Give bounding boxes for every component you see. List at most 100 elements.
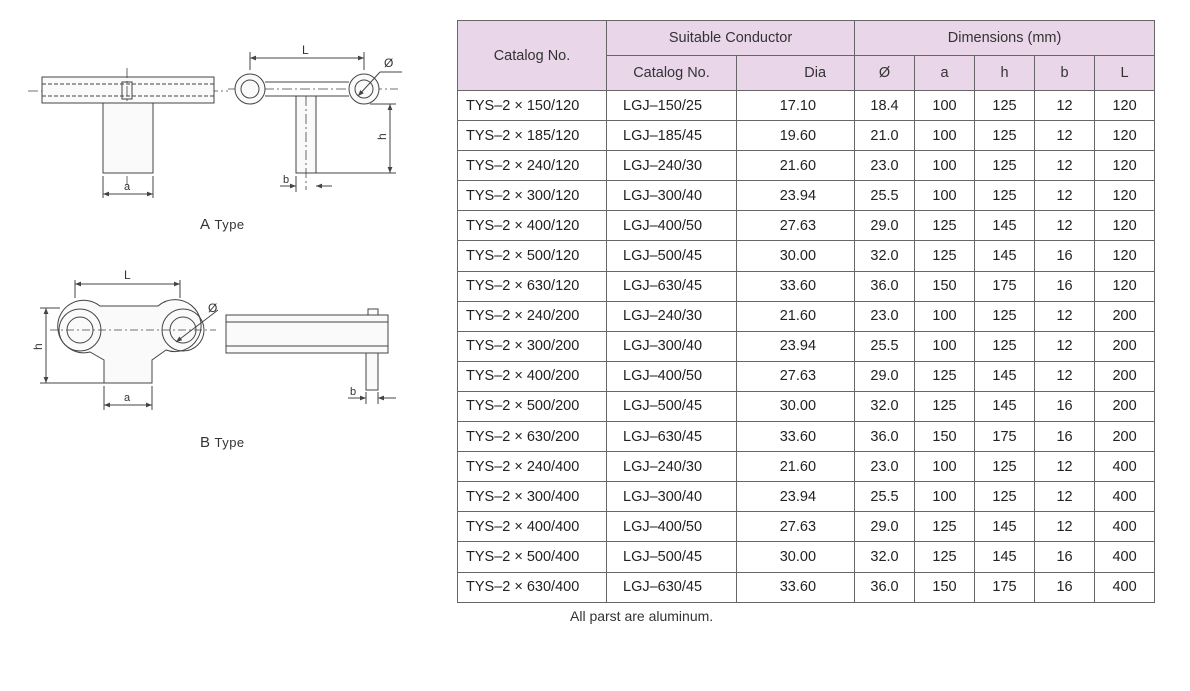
type-a-side-view <box>228 52 402 192</box>
type-a-word: Type <box>214 217 245 232</box>
L-cell: 200 <box>1094 390 1156 423</box>
L-cell: 200 <box>1094 360 1156 392</box>
conductor-catalog-cell: LGJ–630/45 <box>606 421 737 453</box>
L-cell: 120 <box>1094 180 1156 212</box>
catalog-no-cell: TYS–2 × 630/400 <box>457 571 607 603</box>
a-cell: 125 <box>914 511 976 543</box>
h-cell: 125 <box>974 300 1036 332</box>
catalog-no-cell: TYS–2 × 400/200 <box>457 360 607 392</box>
header-a: a <box>914 55 976 91</box>
header-phi: Ø <box>854 55 916 91</box>
phi-cell: 23.0 <box>854 150 916 182</box>
header-b: b <box>1034 55 1096 91</box>
a-cell: 125 <box>914 210 976 242</box>
conductor-catalog-cell: LGJ–400/50 <box>606 511 737 543</box>
b-cell: 12 <box>1034 89 1096 122</box>
a-cell: 150 <box>914 270 976 302</box>
conductor-catalog-cell: LGJ–185/45 <box>606 120 737 152</box>
type-b-front-view <box>40 280 219 410</box>
conductor-catalog-cell: LGJ–500/45 <box>606 390 737 423</box>
catalog-no-cell: TYS–2 × 185/120 <box>457 120 607 152</box>
h-cell: 125 <box>974 150 1036 182</box>
b-cell: 12 <box>1034 451 1096 483</box>
L-cell: 120 <box>1094 270 1156 302</box>
h-cell: 145 <box>974 511 1036 543</box>
h-cell: 145 <box>974 210 1036 242</box>
conductor-catalog-cell: LGJ–400/50 <box>606 210 737 242</box>
L-cell: 200 <box>1094 300 1156 332</box>
conductor-catalog-cell: LGJ–240/30 <box>606 300 737 332</box>
type-a-dim-a: a <box>124 181 131 193</box>
phi-cell: 25.5 <box>854 481 916 513</box>
conductor-catalog-cell: LGJ–300/40 <box>606 180 737 212</box>
b-cell: 12 <box>1034 481 1096 513</box>
conductor-catalog-cell: LGJ–150/25 <box>606 89 737 122</box>
a-cell: 125 <box>914 360 976 392</box>
a-cell: 100 <box>914 300 976 332</box>
L-cell: 120 <box>1094 210 1156 242</box>
type-b-caption: B Type <box>200 434 245 452</box>
b-cell: 16 <box>1034 390 1096 423</box>
a-cell: 100 <box>914 150 976 182</box>
a-cell: 100 <box>914 451 976 483</box>
conductor-catalog-cell: LGJ–240/30 <box>606 150 737 182</box>
dia-cell: 19.60 <box>735 120 856 152</box>
dia-cell: 30.00 <box>735 390 856 423</box>
header-L: L <box>1094 55 1156 91</box>
dia-cell: 33.60 <box>735 270 856 302</box>
catalog-no-cell: TYS–2 × 300/120 <box>457 180 607 212</box>
conductor-catalog-cell: LGJ–400/50 <box>606 360 737 392</box>
catalog-no-cell: TYS–2 × 150/120 <box>457 89 607 122</box>
h-cell: 125 <box>974 120 1036 152</box>
L-cell: 120 <box>1094 240 1156 272</box>
conductor-catalog-cell: LGJ–630/45 <box>606 270 737 302</box>
a-cell: 150 <box>914 421 976 453</box>
dia-cell: 27.63 <box>735 511 856 543</box>
conductor-catalog-cell: LGJ–630/45 <box>606 571 737 603</box>
type-a-front-view <box>28 68 228 198</box>
catalog-no-cell: TYS–2 × 240/400 <box>457 451 607 483</box>
header-row-1: Catalog No. Suitable Conductor Dimension… <box>457 20 1156 91</box>
technical-drawings: a L Ø h b <box>28 43 402 410</box>
phi-cell: 18.4 <box>854 89 916 122</box>
b-cell: 12 <box>1034 120 1096 152</box>
dia-cell: 30.00 <box>735 240 856 272</box>
catalog-no-cell: TYS–2 × 400/120 <box>457 210 607 242</box>
conductor-catalog-cell: LGJ–500/45 <box>606 240 737 272</box>
conductor-catalog-cell: LGJ–500/45 <box>606 541 737 573</box>
type-a-caption: A Type <box>200 216 245 234</box>
a-cell: 100 <box>914 120 976 152</box>
h-cell: 125 <box>974 481 1036 513</box>
header-dia: Dia <box>735 55 856 91</box>
a-cell: 100 <box>914 481 976 513</box>
catalog-no-cell: TYS–2 × 500/200 <box>457 390 607 423</box>
type-b-dim-a: a <box>124 392 131 404</box>
h-cell: 125 <box>974 451 1036 483</box>
catalog-no-cell: TYS–2 × 500/120 <box>457 240 607 272</box>
type-a-letter: A <box>200 216 211 233</box>
dia-cell: 27.63 <box>735 360 856 392</box>
h-cell: 175 <box>974 571 1036 603</box>
a-cell: 100 <box>914 89 976 122</box>
catalog-no-cell: TYS–2 × 400/400 <box>457 511 607 543</box>
phi-cell: 25.5 <box>854 180 916 212</box>
type-b-word: Type <box>214 435 245 450</box>
h-cell: 145 <box>974 541 1036 573</box>
phi-cell: 32.0 <box>854 240 916 272</box>
b-cell: 12 <box>1034 150 1096 182</box>
conductor-catalog-cell: LGJ–300/40 <box>606 481 737 513</box>
header-suitable-conductor: Suitable Conductor <box>605 20 856 56</box>
